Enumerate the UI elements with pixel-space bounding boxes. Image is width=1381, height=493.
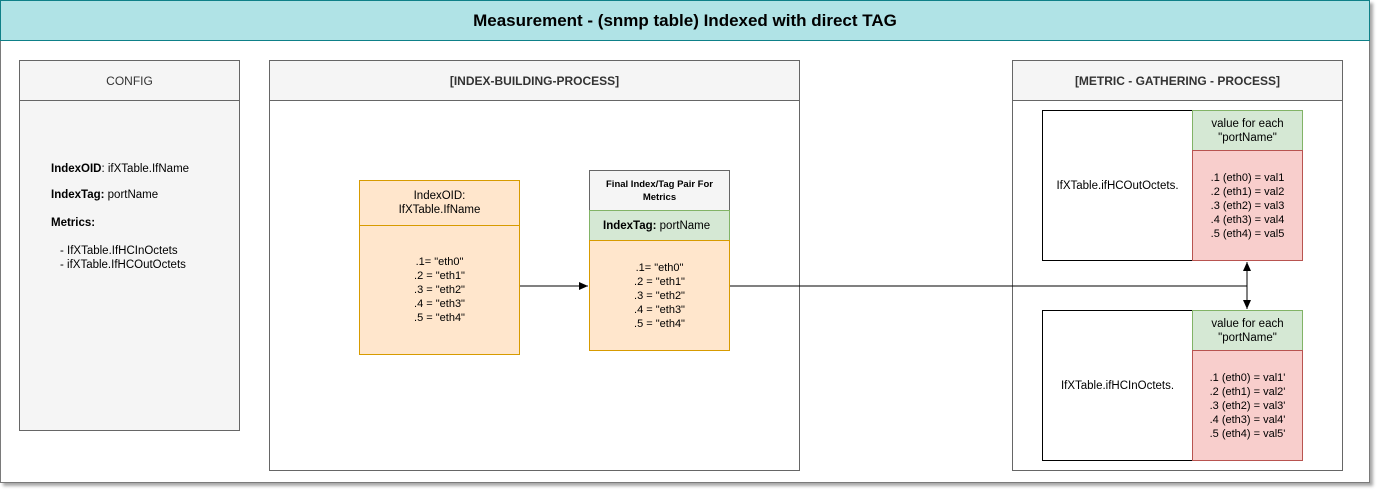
out-octets-value-header-text: value for each "portName"	[1211, 117, 1284, 144]
final-pair-values: .1= "eth0" .2 = "eth1" .3 = "eth2" .4 = …	[589, 240, 730, 351]
in-octets-name-cell: IfXTable.ifHCInOctets.	[1042, 310, 1193, 461]
out-row: .3 (eth2) = val3	[1210, 199, 1285, 212]
config-index-tag-label: IndexTag:	[51, 189, 105, 201]
in-row: .5 (eth4) = val5'	[1209, 427, 1286, 440]
config-index-tag: IndexTag: portName	[51, 189, 158, 201]
final-row: .1= "eth0"	[635, 261, 684, 274]
config-header: CONFIG	[19, 60, 240, 101]
final-row: .3 = "eth2"	[634, 289, 685, 302]
final-row: .4 = "eth3"	[634, 303, 685, 316]
final-pair-tag: IndexTag: portName	[589, 210, 730, 241]
index-row: .1= "eth0"	[415, 256, 464, 268]
metric-gathering-header: [METRIC - GATHERING - PROCESS]	[1012, 60, 1343, 101]
final-pair-title: Final Index/Tag Pair For Metrics	[606, 178, 713, 203]
config-metric-item: - IfXTable.IfHCInOctets	[60, 245, 178, 257]
in-octets-value-header: value for each "portName"	[1192, 310, 1303, 351]
config-index-oid: IndexOID: ifXTable.IfName	[51, 163, 189, 175]
config-metrics-label: Metrics:	[51, 217, 96, 229]
in-row: .1 (eth0) = val1'	[1209, 371, 1286, 384]
out-row: .2 (eth1) = val2	[1210, 185, 1285, 198]
out-row: .5 (eth4) = val5	[1210, 227, 1285, 240]
out-row: .4 (eth3) = val4	[1210, 213, 1285, 226]
index-row: .5 = "eth4"	[414, 312, 465, 324]
out-octets-name: IfXTable.ifHCOutOctets.	[1056, 179, 1179, 192]
final-pair-tag-value: portName	[656, 219, 711, 232]
index-building-header: [INDEX-BUILDING-PROCESS]	[269, 60, 800, 101]
index-row: .3 = "eth2"	[414, 284, 465, 296]
out-octets-value-header: value for each "portName"	[1192, 110, 1303, 151]
config-panel	[19, 60, 240, 431]
in-octets-values: .1 (eth0) = val1' .2 (eth1) = val2' .3 (…	[1192, 350, 1303, 461]
in-row: .3 (eth2) = val3'	[1209, 399, 1286, 412]
config-index-tag-value: portName	[104, 189, 159, 201]
index-row: .4 = "eth3"	[414, 298, 465, 310]
config-index-oid-value: : ifXTable.IfName	[101, 163, 190, 175]
final-pair-tag-label: IndexTag:	[603, 219, 657, 232]
in-row: .2 (eth1) = val2'	[1209, 385, 1286, 398]
out-octets-name-cell: IfXTable.ifHCOutOctets.	[1042, 110, 1193, 261]
in-octets-name: IfXTable.ifHCInOctets.	[1060, 379, 1175, 392]
out-octets-values: .1 (eth0) = val1 .2 (eth1) = val2 .3 (et…	[1192, 150, 1303, 261]
config-metric-item: - ifXTable.IfHCOutOctets	[60, 259, 186, 271]
out-row: .1 (eth0) = val1	[1210, 171, 1285, 184]
config-index-oid-label: IndexOID	[51, 163, 102, 175]
index-oid-box-header: IndexOID: IfXTable.IfName	[359, 180, 520, 226]
index-row: .2 = "eth1"	[414, 270, 465, 282]
index-oid-box-values: .1= "eth0" .2 = "eth1" .3 = "eth2" .4 = …	[359, 225, 520, 355]
in-octets-value-header-text: value for each "portName"	[1211, 317, 1284, 344]
final-row: .5 = "eth4"	[634, 317, 685, 330]
in-row: .4 (eth3) = val4'	[1209, 413, 1286, 426]
index-oid-box-title: IndexOID:	[413, 190, 466, 202]
diagram-title: Measurement - (snmp table) Indexed with …	[0, 0, 1370, 41]
final-pair-header: Final Index/Tag Pair For Metrics	[589, 170, 730, 211]
final-row: .2 = "eth1"	[634, 275, 685, 288]
index-oid-box-subtitle: IfXTable.IfName	[398, 204, 481, 216]
